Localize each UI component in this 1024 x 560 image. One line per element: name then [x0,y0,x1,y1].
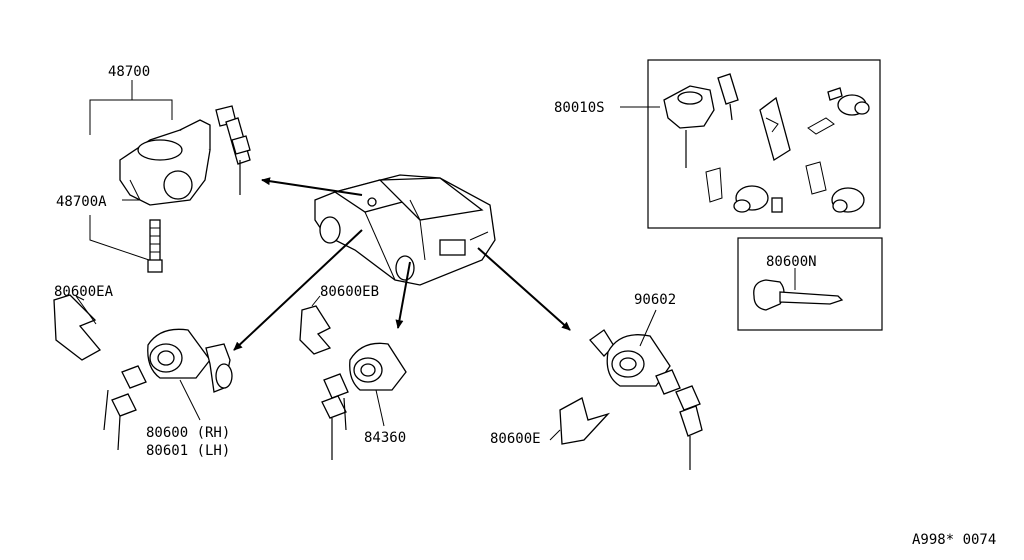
label-80600ea: 80600EA [54,284,114,300]
callout-arrows [233,177,571,351]
label-80600-rh: 80600 (RH) [146,425,230,441]
door-lock-cylinder-front [53,294,233,451]
key-blank-box [737,237,883,331]
label-80601-lh: 80601 (LH) [146,443,230,459]
lock-set-kit-box [620,59,881,229]
label-84360: 84360 [364,430,406,446]
vehicle-illustration [314,174,496,286]
label-90602: 90602 [634,292,676,308]
reference-code: A998* 0074 [912,532,996,548]
label-80600n: 80600N [766,254,817,270]
back-door-lock-cylinder [549,309,703,470]
label-48700a: 48700A [56,194,107,210]
label-80600e: 80600E [490,431,541,447]
ignition-lock-assembly [89,80,251,273]
part-labels: 48700 48700A 80010S 80600N 80600EA 80600… [54,64,996,548]
door-lock-cylinder-rear [299,305,407,460]
label-80010s: 80010S [554,100,605,116]
label-48700: 48700 [108,64,150,80]
leader-lines [75,295,321,307]
label-80600eb: 80600EB [320,284,379,300]
